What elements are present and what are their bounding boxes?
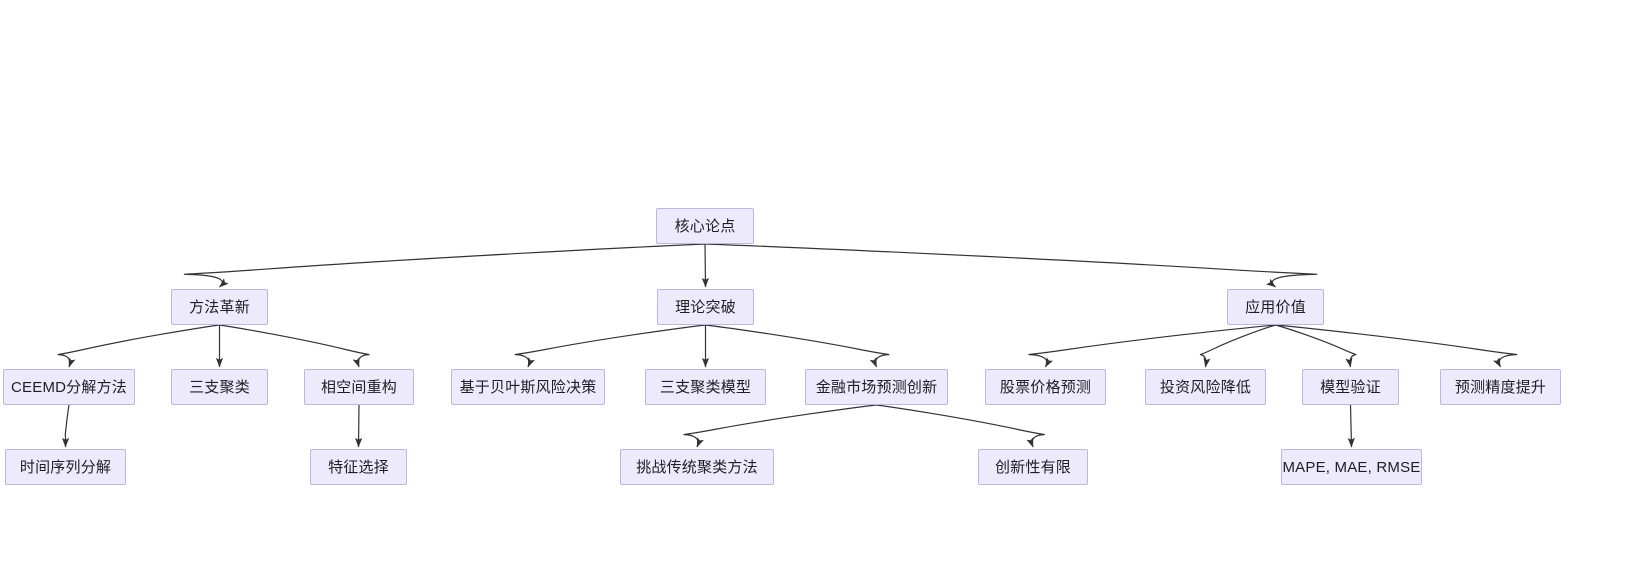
diagram-node-label: MAPE, MAE, RMSE xyxy=(1282,458,1421,476)
diagram-node-label: 投资风险降低 xyxy=(1159,378,1252,396)
diagram-node-l2e[interactable]: 三支聚类模型 xyxy=(645,369,766,405)
diagram-edge-root-to-l1c xyxy=(704,243,1318,288)
diagram-node-l2g[interactable]: 股票价格预测 xyxy=(985,369,1106,405)
diagram-edge-l2a-to-l3a xyxy=(61,404,70,448)
diagram-node-label: 时间序列分解 xyxy=(19,458,112,476)
diagram-node-l2h[interactable]: 投资风险降低 xyxy=(1145,369,1266,405)
diagram-node-l3d[interactable]: 创新性有限 xyxy=(978,449,1088,485)
diagram-node-label: 相空间重构 xyxy=(320,378,397,396)
diagram-node-l3c[interactable]: 挑战传统聚类方法 xyxy=(620,449,774,485)
diagram-node-label: 应用价值 xyxy=(1245,298,1306,316)
diagram-node-l2c[interactable]: 相空间重构 xyxy=(304,369,414,405)
diagram-node-l2j[interactable]: 预测精度提升 xyxy=(1440,369,1561,405)
diagram-node-l2i[interactable]: 模型验证 xyxy=(1302,369,1399,405)
diagram-edge-l2f-to-l3c xyxy=(683,404,877,448)
diagram-node-l1b[interactable]: 理论突破 xyxy=(657,289,754,325)
diagram-edge-l1c-to-l2g xyxy=(1028,324,1276,368)
diagram-node-label: 挑战传统聚类方法 xyxy=(636,458,758,476)
diagram-edge-l2f-to-l3d xyxy=(876,404,1045,448)
diagram-node-l2b[interactable]: 三支聚类 xyxy=(171,369,268,405)
diagram-node-label: 三支聚类 xyxy=(189,378,250,396)
diagram-edge-l1b-to-l2d xyxy=(514,324,706,368)
diagram-node-label: 金融市场预测创新 xyxy=(815,378,938,396)
diagram-node-l1a[interactable]: 方法革新 xyxy=(171,289,268,325)
diagram-edge-l1a-to-l2a xyxy=(57,324,220,368)
diagram-edge-l1c-to-l2i xyxy=(1275,324,1357,368)
diagram-node-l2d[interactable]: 基于贝叶斯风险决策 xyxy=(451,369,605,405)
diagram-edge-l1b-to-l2f xyxy=(705,324,890,368)
diagram-node-l1c[interactable]: 应用价值 xyxy=(1227,289,1324,325)
diagram-node-l2f[interactable]: 金融市场预测创新 xyxy=(805,369,948,405)
diagram-node-label: 三支聚类模型 xyxy=(659,378,752,396)
diagram-node-l3b[interactable]: 特征选择 xyxy=(310,449,407,485)
diagram-node-label: 方法革新 xyxy=(189,298,250,316)
diagram-edge-root-to-l1a xyxy=(183,243,706,288)
diagram-node-root[interactable]: 核心论点 xyxy=(656,208,754,244)
diagram-edge-root-to-l1b xyxy=(701,243,709,288)
diagram-node-label: 股票价格预测 xyxy=(999,378,1092,396)
diagram-edges xyxy=(57,243,1518,448)
diagram-node-l3a[interactable]: 时间序列分解 xyxy=(5,449,126,485)
diagram-node-label: CEEMD分解方法 xyxy=(11,378,127,396)
diagram-edge-l2c-to-l3b xyxy=(355,404,363,448)
diagram-node-l2a[interactable]: CEEMD分解方法 xyxy=(3,369,135,405)
diagram-node-label: 理论突破 xyxy=(675,298,736,316)
diagram-node-label: 基于贝叶斯风险决策 xyxy=(459,378,597,396)
diagram-node-label: 创新性有限 xyxy=(994,458,1071,476)
diagram-node-l3e[interactable]: MAPE, MAE, RMSE xyxy=(1281,449,1422,485)
diagram-node-label: 核心论点 xyxy=(674,217,736,235)
diagram-edge-l2i-to-l3e xyxy=(1347,404,1355,448)
diagram-node-label: 模型验证 xyxy=(1320,378,1381,396)
diagram-edge-l1a-to-l2c xyxy=(219,324,370,368)
diagram-edge-l1c-to-l2j xyxy=(1275,324,1518,368)
diagram-edge-l1c-to-l2h xyxy=(1199,324,1276,368)
diagram-node-label: 特征选择 xyxy=(328,458,389,476)
diagram-node-label: 预测精度提升 xyxy=(1454,378,1547,396)
